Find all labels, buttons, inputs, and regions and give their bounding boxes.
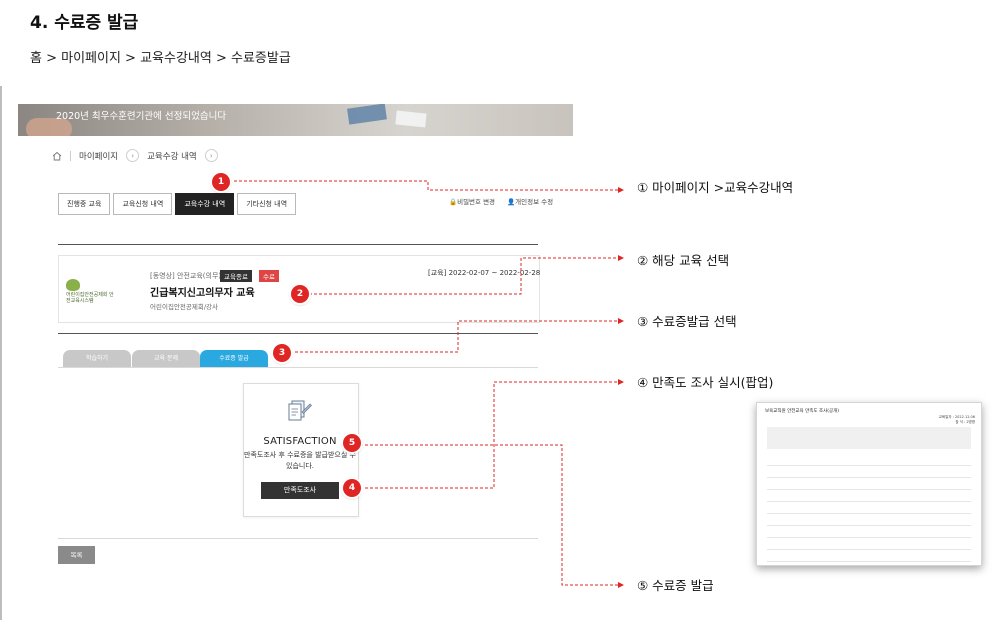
chevron-right-icon[interactable]: › [204,149,218,162]
tab-course-history[interactable]: 교육수강 내역 [175,193,235,215]
tab-in-progress[interactable]: 진행중 교육 [58,193,111,215]
site-banner: 2020년 최우수훈련기관에 선정되었습니다 [18,104,573,136]
satisfaction-description: 만족도조사 후 수료증을 발급받으실 수 있습니다. [244,451,356,470]
arrowhead-3 [618,318,624,324]
section-divider [58,333,538,334]
chevron-right-icon[interactable]: › [126,149,140,162]
institution-logo [66,279,80,291]
popup-table-row [767,525,971,526]
arrowhead-2 [618,255,624,261]
callout-step-2: ② 해당 교육 선택 [637,253,730,268]
site-breadcrumb: 마이페이지 › 교육수강 내역 › [52,149,218,162]
course-provider: 어린이집안전공제회/강사 [150,303,218,311]
tab-other-applications[interactable]: 기타신청 내역 [237,193,297,215]
user-icon: 👤 [507,198,516,206]
banner-text: 2020년 최우수훈련기관에 선정되었습니다 [56,111,227,122]
tab-study[interactable]: 학습하기 [63,350,131,367]
edit-profile-link[interactable]: 👤개인정보 수정 [507,198,554,206]
banner-photo-card [347,104,387,125]
course-period: [교육] 2022-02-07 ~ 2022-02-28 [428,269,541,277]
status-badge: 교육종료 [220,270,252,282]
change-password-link[interactable]: 🔒비밀번호 변경 [449,198,496,206]
arrowhead-4 [618,379,624,385]
course-category: [동영상] 안전교육(의무) [150,272,222,280]
callout-step-5: ⑤ 수료증 발급 [637,578,714,593]
course-title[interactable]: 긴급복지신고의무자 교육 [150,288,255,299]
connector-1 [229,180,618,191]
section-divider [58,244,538,245]
popup-table-row [767,549,971,550]
breadcrumb-divider [70,150,71,161]
completion-badge: 수료 [259,270,279,282]
banner-photo-paper [395,110,427,128]
popup-table-row [767,561,971,562]
home-icon[interactable] [52,151,62,161]
popup-table-row [767,537,971,538]
survey-document-icon [288,400,312,421]
lock-icon: 🔒 [449,198,458,206]
breadcrumb-course-history[interactable]: 교육수강 내역 [147,151,197,162]
connector-4 [360,381,618,489]
popup-table-row [767,513,971,514]
satisfaction-survey-button[interactable]: 만족도조사 [261,482,339,499]
survey-popup-preview: 보육교직원 안전교육 만족도 조사(공개) 교육일자 : 2022.12.06 … [756,402,982,566]
arrowhead-5 [618,582,624,588]
connector-5 [360,444,618,586]
callout-step-3: ③ 수료증발급 선택 [637,314,737,329]
popup-table-row [767,489,971,490]
popup-notice-box [767,427,971,449]
banner-photo-detail [26,118,72,136]
step-marker-4: 4 [343,479,361,497]
section-divider [58,538,538,539]
document-title: 4. 수료증 발급 [30,13,139,33]
step-marker-1: 1 [212,173,230,191]
satisfaction-title: SATISFACTION [263,436,337,447]
breadcrumb-mypage[interactable]: 마이페이지 [79,151,119,162]
arrowhead-1 [618,187,624,193]
tab-underline [58,367,538,368]
step-marker-5: 5 [343,434,361,452]
document-breadcrumb: 홈 > 마이페이지 > 교육수강내역 > 수료증발급 [30,51,291,66]
popup-meta: 교육일자 : 2022.12.06 참 석 : 2명명 [938,415,975,424]
popup-table-row [767,501,971,502]
tab-applications[interactable]: 교육신청 내역 [113,193,173,215]
connector-3 [290,320,618,353]
popup-title: 보육교직원 안전교육 만족도 조사(공개) [765,409,840,414]
mypage-tabs: 진행중 교육 교육신청 내역 교육수강 내역 기타신청 내역 [58,193,297,215]
tab-certificate[interactable]: 수료증 발급 [200,350,268,367]
callout-step-4: ④ 만족도 조사 실시(팝업) [637,375,774,390]
popup-table-row [767,477,971,478]
list-button[interactable]: 목록 [58,546,95,564]
utility-links: 🔒비밀번호 변경 👤개인정보 수정 [449,196,553,206]
callout-step-1: ① 마이페이지 >교육수강내역 [637,180,794,195]
step-marker-3: 3 [273,344,291,362]
step-marker-2: 2 [291,285,309,303]
institution-logo-text: 어린이집안전공제회 안전교육시스템 [66,292,114,304]
popup-table-row [767,465,971,466]
tab-quiz[interactable]: 교육 문제 [132,350,200,367]
page-left-border [0,86,2,620]
